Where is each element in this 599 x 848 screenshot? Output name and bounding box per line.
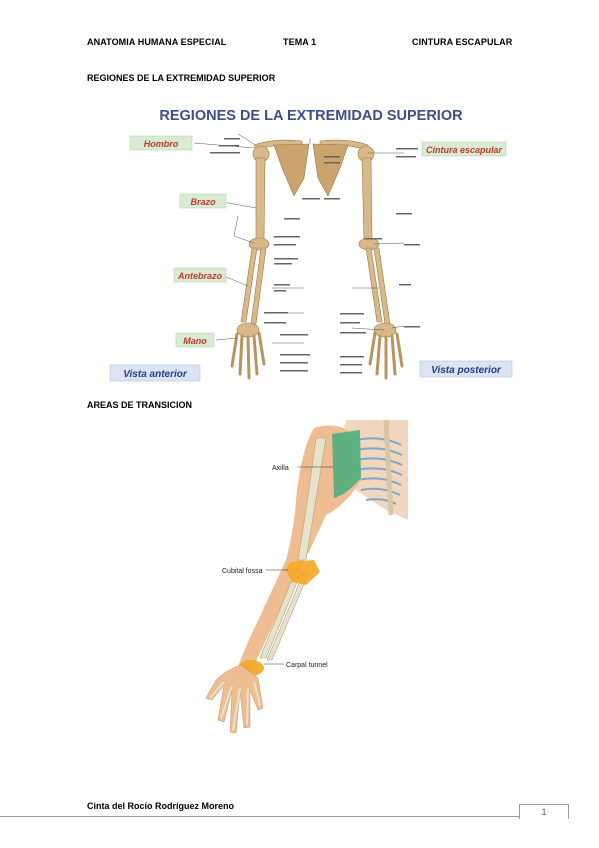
region-label-hombro: Hombro <box>129 135 193 151</box>
annotation-lines <box>193 133 405 344</box>
label-axilla: Axilla <box>272 465 289 472</box>
figure-regions-title: REGIONES DE LA EXTREMIDAD SUPERIOR <box>159 108 463 124</box>
annotation-ticks <box>210 138 420 374</box>
svg-text:Mano: Mano <box>183 336 207 346</box>
anterior-skeleton <box>230 139 310 380</box>
header-course: ANATOMIA HUMANA ESPECIAL <box>87 37 227 47</box>
page-number: 1 <box>541 807 547 817</box>
hand <box>205 664 264 734</box>
posterior-skeleton <box>312 139 404 380</box>
cubital-fossa-region <box>286 560 320 585</box>
region-label-mano: Mano <box>175 332 215 348</box>
axilla-region <box>332 430 361 498</box>
region-label-antebrazo: Antebrazo <box>173 267 227 283</box>
label-pointers <box>264 466 334 665</box>
figure-transition: Axilla Cubital fossa Carpal tunnel <box>196 419 408 740</box>
finger-bones <box>209 681 261 731</box>
footer-rule <box>0 816 520 817</box>
region-label-cintura-escapular: Cintura escapular <box>421 141 507 157</box>
view-label-posterior: Vista posterior <box>419 360 513 378</box>
header-subject: CINTURA ESCAPULAR <box>412 37 513 47</box>
region-label-brazo: Brazo <box>179 193 227 209</box>
figure-transition-drawing: Axilla Cubital fossa Carpal tunnel <box>205 419 408 734</box>
figure-regions: REGIONES DE LA EXTREMIDAD SUPERIOR <box>104 98 518 388</box>
svg-text:Cintura escapular: Cintura escapular <box>426 145 503 155</box>
label-cubital-fossa: Cubital fossa <box>222 568 263 575</box>
humerus <box>297 437 327 561</box>
section-title-regions: REGIONES DE LA EXTREMIDAD SUPERIOR <box>87 73 276 83</box>
arm-skin <box>236 425 361 672</box>
page-number-box: 1 <box>519 804 569 819</box>
view-label-anterior: Vista anterior <box>109 364 201 382</box>
sternum <box>383 419 394 516</box>
footer-author: Cinta del Rocío Rodríguez Moreno <box>87 801 235 811</box>
section-title-transition: AREAS DE TRANSICION <box>87 400 193 410</box>
svg-text:Vista anterior: Vista anterior <box>123 369 188 380</box>
svg-text:Vista posterior: Vista posterior <box>431 365 502 376</box>
svg-text:Brazo: Brazo <box>190 197 216 207</box>
label-carpal-tunnel: Carpal tunnel <box>286 662 328 669</box>
svg-text:Antebrazo: Antebrazo <box>177 271 223 281</box>
svg-text:Hombro: Hombro <box>144 139 179 149</box>
figure-regions-drawing: REGIONES DE LA EXTREMIDAD SUPERIOR <box>109 108 513 382</box>
header-topic: TEMA 1 <box>283 37 317 47</box>
